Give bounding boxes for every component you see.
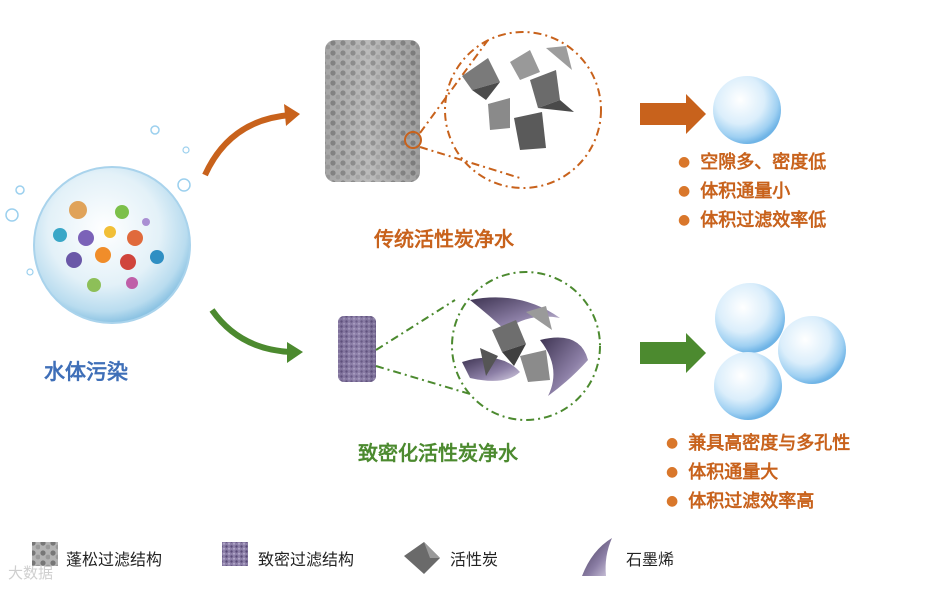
traditional-bullet-1: 空隙多、密度低 (678, 148, 826, 177)
polluted-water-label: 水体污染 (44, 360, 128, 384)
zoom-lines-densified (375, 271, 601, 421)
result-arrow-traditional (640, 94, 706, 134)
traditional-bullets: 空隙多、密度低 体积通量小 体积过滤效率低 (678, 148, 826, 235)
densified-bullet-1: 兼具高密度与多孔性 (666, 429, 850, 458)
loose-carbon-cylinder (325, 40, 422, 182)
graphene-carbon-zoom (462, 297, 588, 396)
legend-dense-label: 致密过滤结构 (258, 550, 355, 569)
traditional-bullet-3: 体积过滤效率低 (678, 206, 826, 235)
legend-loose-icon (32, 542, 58, 566)
clean-water-bubbles-large (714, 283, 846, 420)
arrow-to-densified (209, 308, 303, 363)
dense-carbon-cylinder (338, 316, 376, 382)
densified-bullet-2: 体积通量大 (666, 458, 850, 487)
legend-graphene-icon (582, 538, 612, 576)
densified-bullet-3: 体积过滤效率高 (666, 487, 850, 516)
legend-carbon-icon (404, 542, 440, 574)
clean-water-bubble-small (713, 76, 781, 144)
traditional-bullet-2: 体积通量小 (678, 177, 826, 206)
legend-carbon-label: 活性炭 (450, 550, 499, 569)
legend-loose-label: 蓬松过滤结构 (66, 550, 163, 569)
legend-dense-icon (222, 542, 248, 566)
densified-bullets: 兼具高密度与多孔性 体积通量大 体积过滤效率高 (666, 429, 850, 516)
zoom-lines-traditional (419, 31, 602, 189)
result-arrow-densified (640, 333, 706, 373)
legend-graphene-label: 石墨烯 (626, 550, 675, 569)
arrow-to-traditional (202, 104, 300, 177)
densified-title: 致密化活性炭净水 (358, 441, 518, 465)
polluted-water-bubble (5, 125, 191, 324)
carbon-particles-zoom (462, 46, 574, 150)
traditional-title: 传统活性炭净水 (374, 227, 514, 251)
watermark: 大数据 (8, 564, 54, 582)
